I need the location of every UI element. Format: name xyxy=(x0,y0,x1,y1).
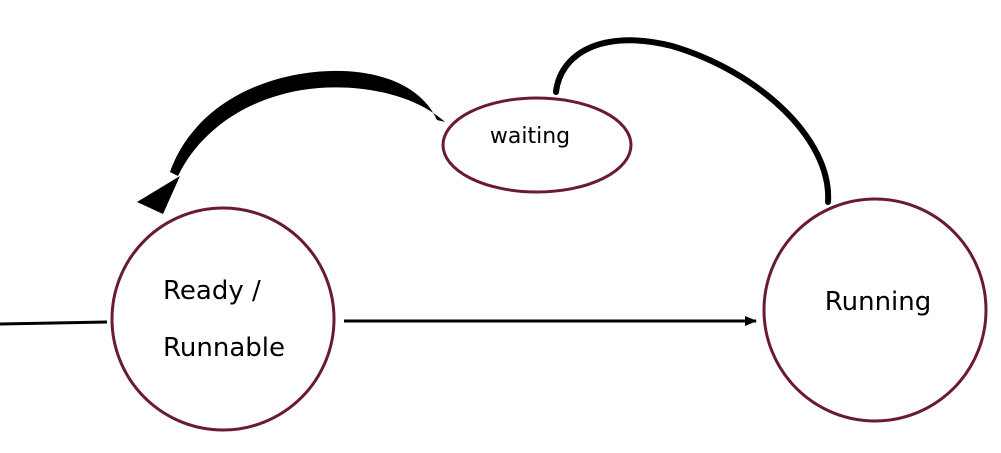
entry-line xyxy=(0,320,108,326)
waiting-to-ready-arc xyxy=(170,70,445,176)
waiting-to-ready-arrowhead xyxy=(137,176,180,214)
running-label: Running xyxy=(825,287,932,317)
ready-runnable-node xyxy=(110,206,336,432)
waiting-label: waiting xyxy=(490,124,570,149)
ready-label-line1: Ready / xyxy=(163,276,261,306)
running-node xyxy=(762,197,988,423)
running-to-waiting-arc xyxy=(553,37,832,205)
ready-label-line2: Runnable xyxy=(163,333,285,363)
waiting-node xyxy=(441,96,633,194)
